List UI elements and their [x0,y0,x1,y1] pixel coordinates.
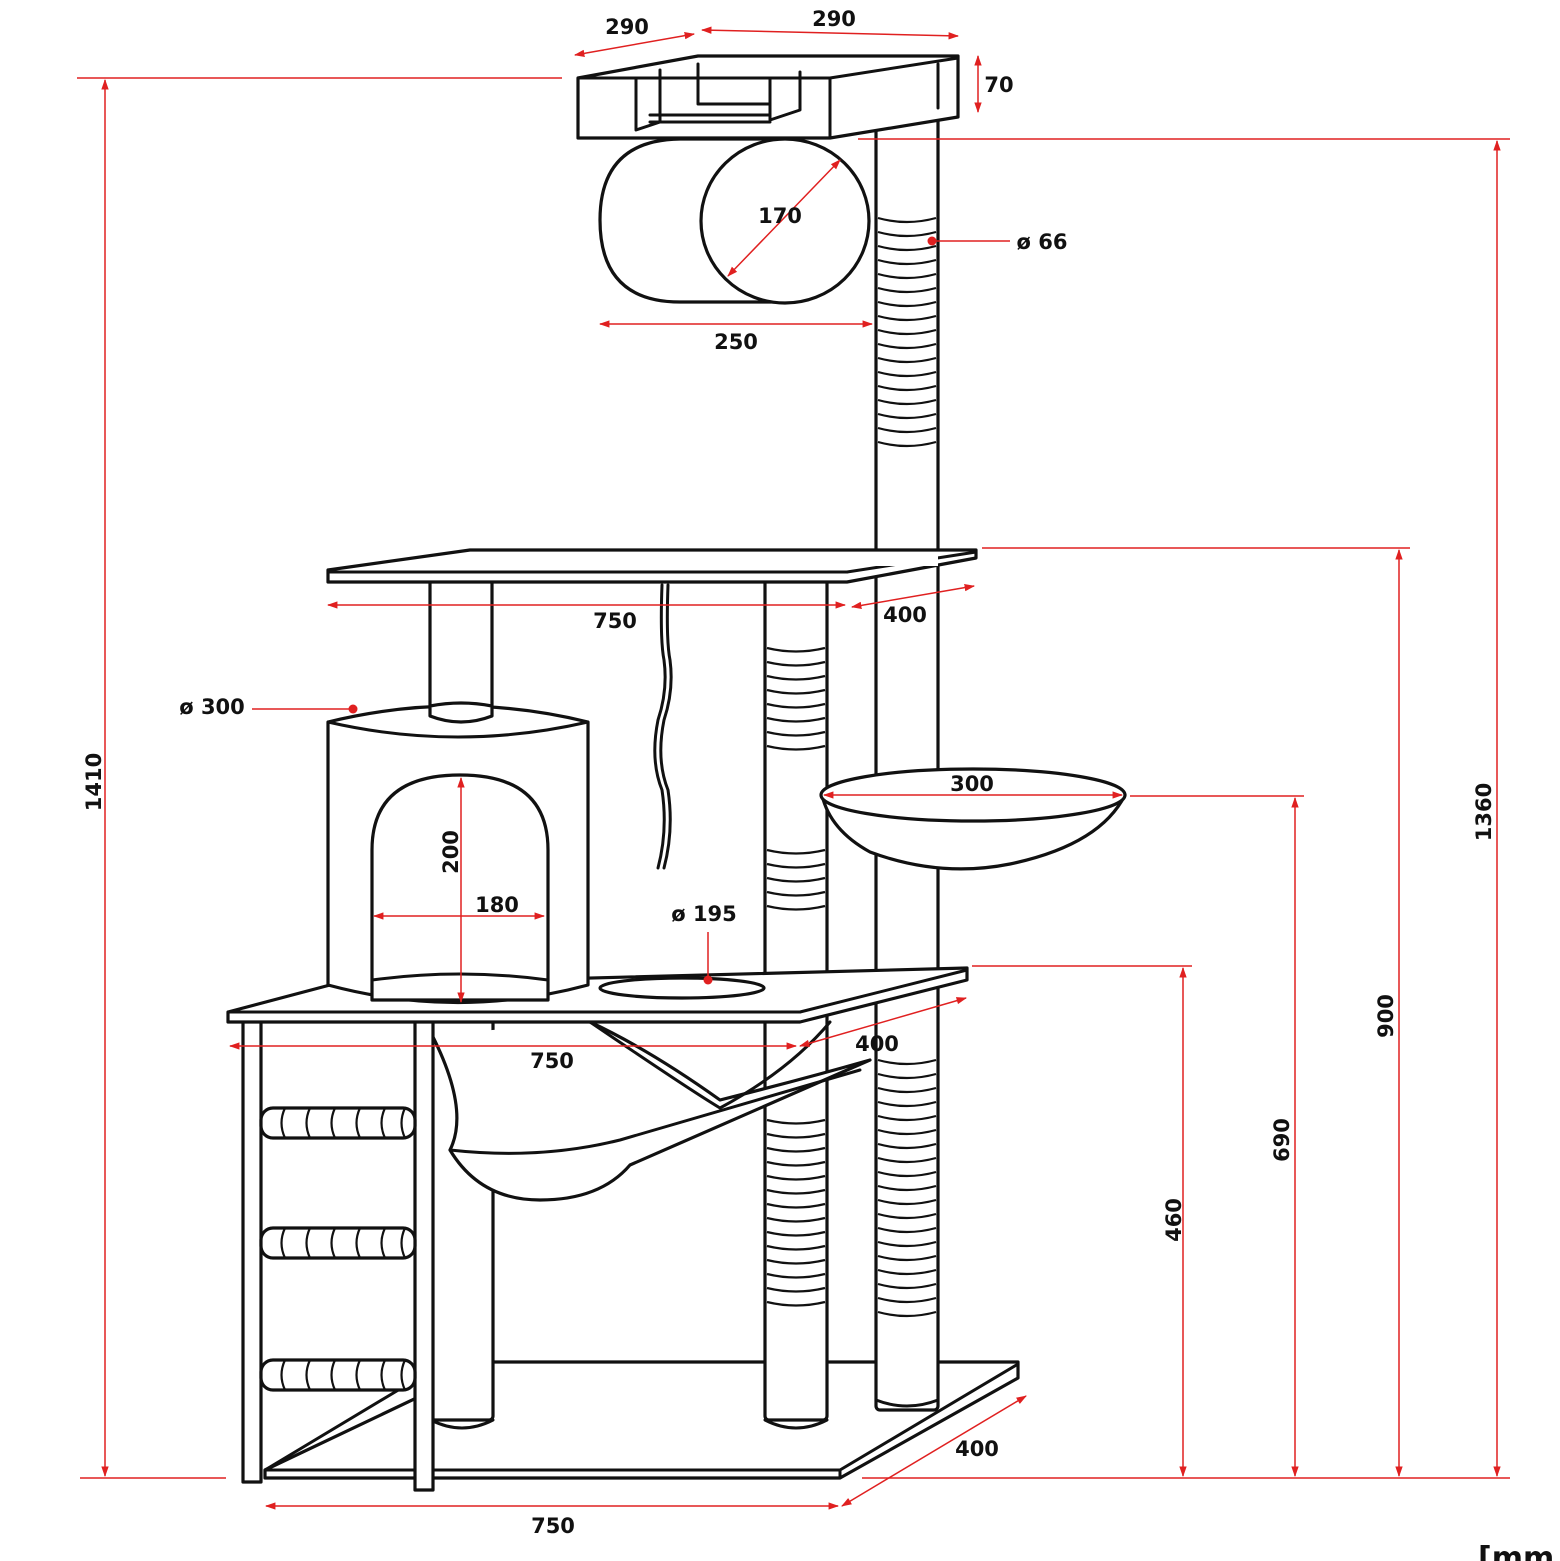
lower-platform-height-label: 460 [1162,1198,1186,1242]
house-support-post [428,576,494,718]
house-diameter-marker [348,704,358,714]
house-door-width-label: 180 [475,893,519,917]
top-box [576,54,960,140]
lower-platform-width-label: 750 [530,1049,574,1073]
platform-hole [598,976,766,1000]
ladder-rung-top [259,1106,417,1140]
top-box-width-right-label: 290 [812,7,856,31]
dimension-lines [77,26,1510,1510]
top-box-width-left-label: 290 [605,15,649,39]
total-height-label: 1410 [82,753,106,811]
lower-platform [226,966,969,1024]
top-post-height-label: 1360 [1472,783,1496,841]
unit-label: [mm [1478,1541,1554,1561]
top-post-diameter-label: ø 66 [1017,230,1068,254]
front-post-sisal-rings [766,646,826,1307]
top-post-sisal-rings [877,216,937,1318]
top-sisal-post [874,108,940,1412]
middle-platform-width-label: 750 [593,609,637,633]
hole-diameter-label: ø 195 [671,902,737,926]
tunnel [598,137,871,305]
middle-platform-depth-label: 400 [883,603,927,627]
dimension-labels: 290 290 70 170 250 ø 66 750 400 ø 300 20… [82,7,1554,1561]
top-box-height-label: 70 [984,73,1013,97]
ladder-rung-middle [259,1226,417,1260]
base-depth-label: 400 [955,1437,999,1461]
ladder [241,1018,435,1492]
tunnel-length-label: 250 [714,330,758,354]
basket [819,767,1127,871]
dangle-toy [653,583,673,870]
base-width-label: 750 [531,1514,575,1538]
basket-diameter-label: 300 [950,772,994,796]
post-diameter-marker [927,236,937,246]
house-door-height-label: 200 [439,830,463,874]
ladder-rung-bottom [259,1358,417,1392]
lower-platform-depth-label: 400 [855,1032,899,1056]
middle-platform-height-label: 900 [1374,994,1398,1038]
hole-diameter-marker [703,975,713,985]
middle-platform [326,548,978,584]
tunnel-diameter-label: 170 [758,204,802,228]
basket-height-label: 690 [1270,1118,1294,1162]
hammock [430,1020,872,1202]
house-diameter-label: ø 300 [179,695,245,719]
house-door [370,773,550,1002]
